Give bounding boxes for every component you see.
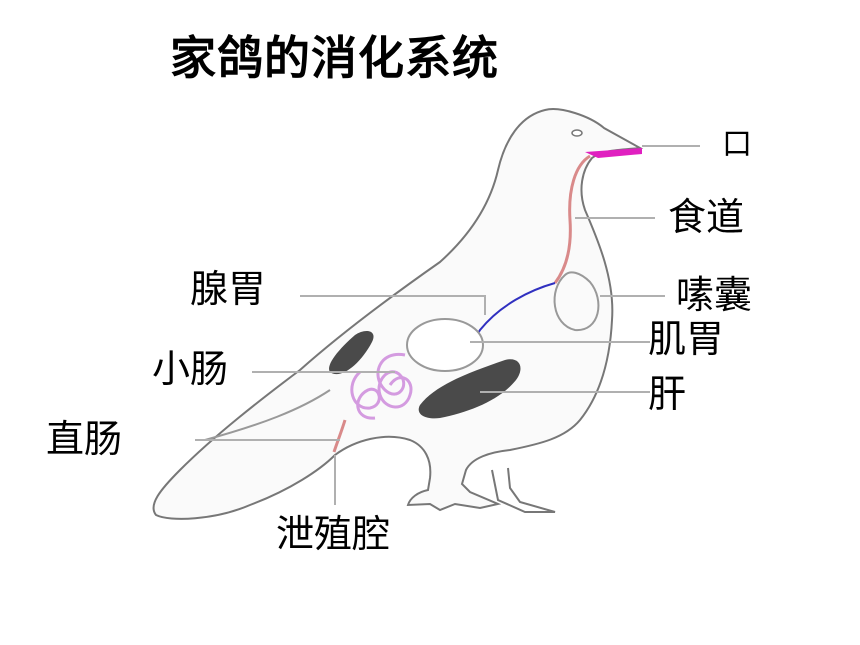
eye bbox=[571, 129, 583, 137]
label-liver: 肝 bbox=[648, 372, 687, 416]
liver-organ bbox=[418, 359, 521, 419]
label-rectum: 直肠 bbox=[46, 417, 123, 461]
label-mouth: 口 bbox=[722, 127, 752, 162]
kidney-dark-organ bbox=[329, 330, 374, 375]
label-gizzard: 肌胃 bbox=[648, 317, 725, 361]
label-cloaca: 泄殖腔 bbox=[276, 512, 391, 556]
label-small-intestine: 小肠 bbox=[152, 347, 229, 391]
esophagus-tube bbox=[553, 154, 591, 284]
page-title: 家鸽的消化系统 bbox=[170, 31, 499, 85]
small-intestine-coil-2 bbox=[350, 370, 381, 420]
crop-organ bbox=[553, 271, 600, 332]
label-crop: 嗉囊 bbox=[676, 273, 753, 317]
label-proventriculus: 腺胃 bbox=[190, 267, 267, 311]
label-esophagus: 食道 bbox=[668, 195, 745, 239]
small-intestine-coil bbox=[376, 352, 413, 409]
gizzard-organ bbox=[406, 318, 484, 372]
wing-line bbox=[204, 389, 331, 441]
rectum-tube bbox=[332, 419, 347, 453]
leg-right bbox=[491, 467, 556, 513]
beak-mouth bbox=[585, 148, 642, 158]
leader-proventriculus bbox=[300, 295, 486, 315]
pigeon-body-outline bbox=[152, 108, 644, 520]
